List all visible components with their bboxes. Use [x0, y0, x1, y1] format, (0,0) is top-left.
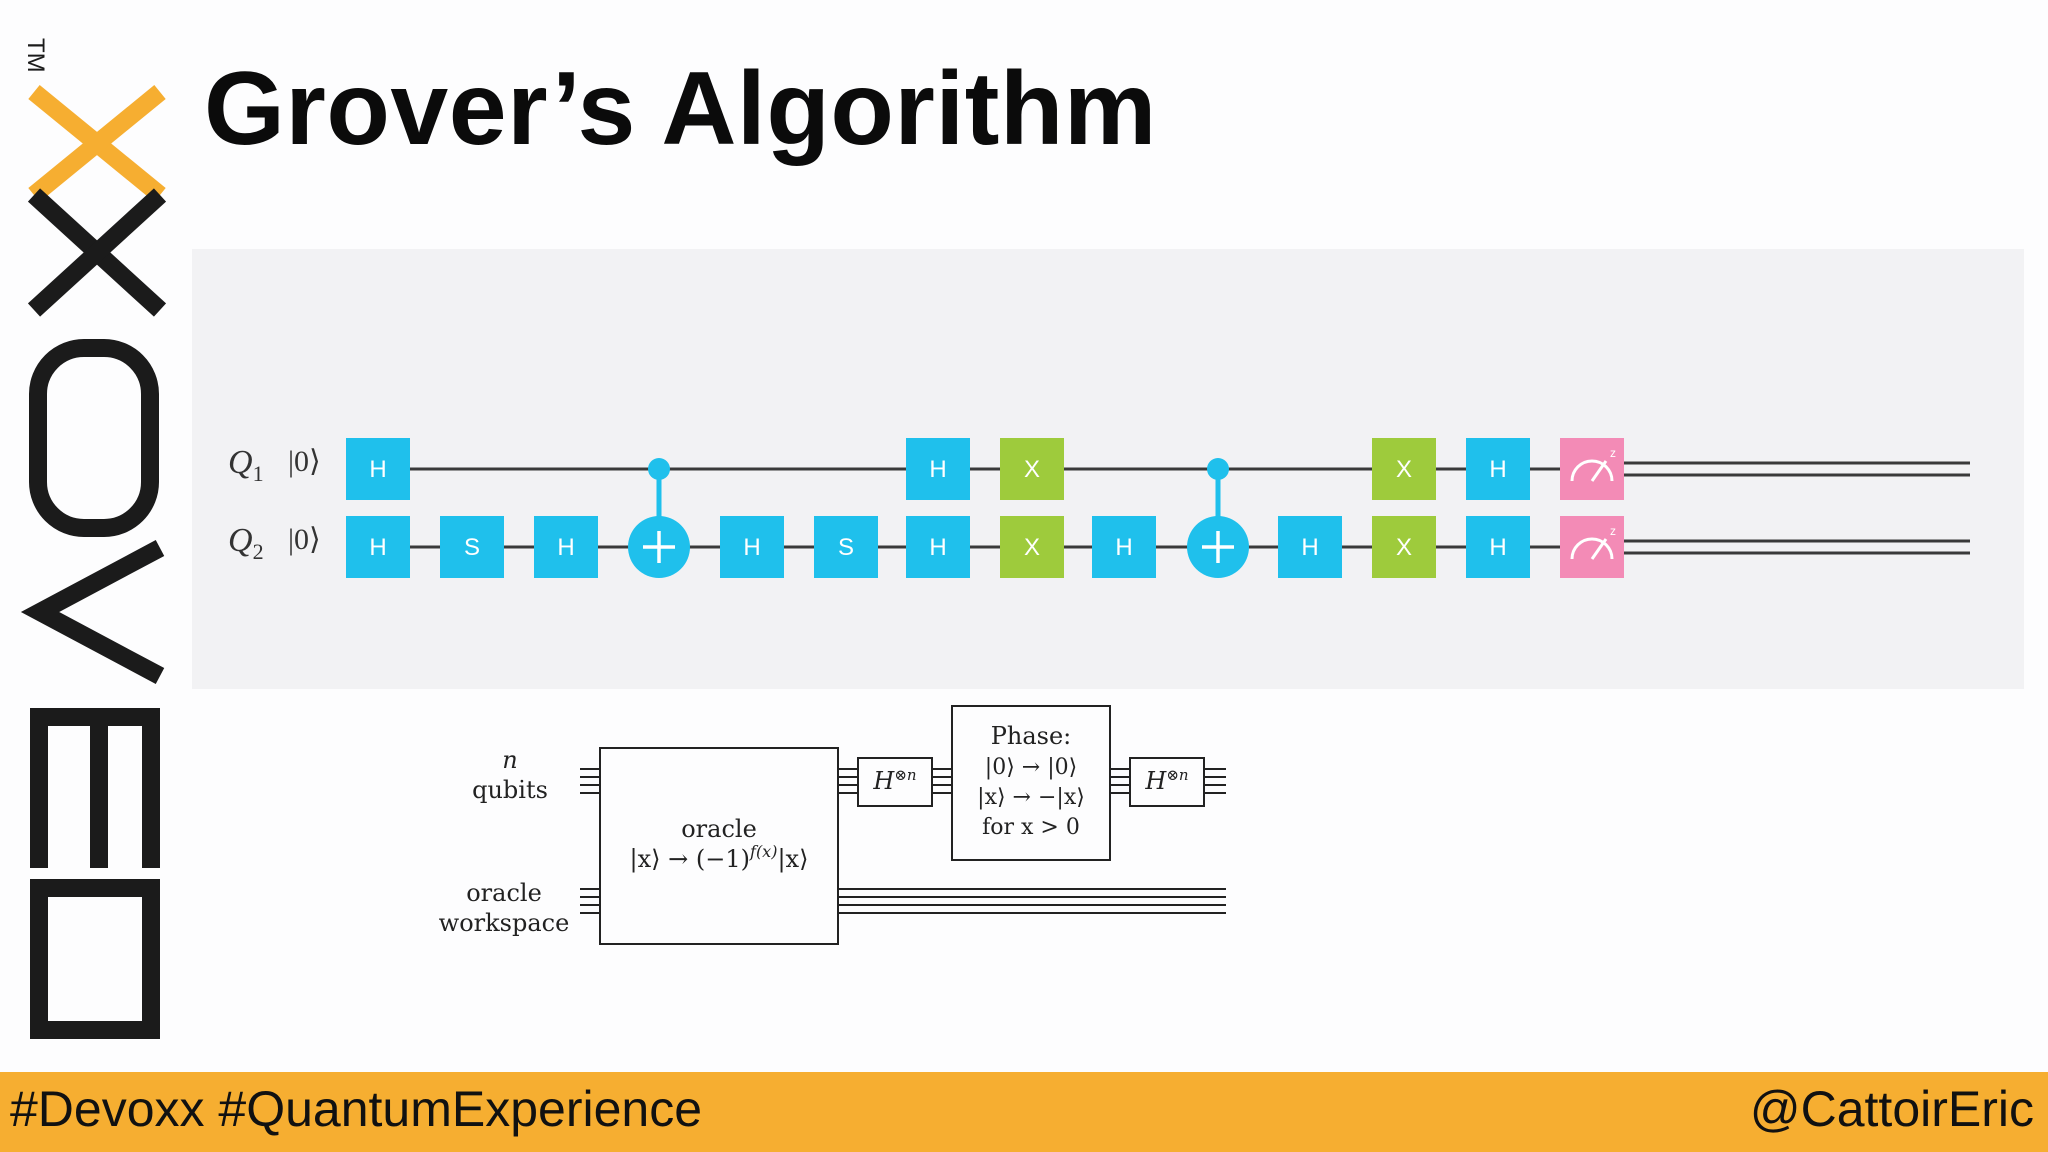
gate-q2-h-2: H [534, 516, 598, 578]
cnot-gate-1 [628, 458, 690, 578]
oracle-formula: |x⟩ → (−1)f(x)|x⟩ [630, 842, 809, 874]
svg-text:Q2: Q2 [228, 522, 264, 564]
trademark-mark: TM [22, 38, 49, 73]
logo-letter-e [30, 708, 160, 868]
svg-text:Q1: Q1 [228, 444, 264, 486]
control-dot-icon [648, 458, 670, 480]
logo-letter-d [29, 879, 160, 1039]
gate-q1-x-1: X [1000, 438, 1064, 500]
svg-text:|0⟩: |0⟩ [288, 523, 321, 556]
workspace-label-workspace: workspace [439, 909, 570, 937]
svg-text:S: S [464, 534, 480, 561]
workspace-wires-out [838, 888, 1226, 914]
measure-q2: z [1560, 516, 1624, 578]
gate-q1-h-2: H [906, 438, 970, 500]
slide-title: Grover’s Algorithm [204, 51, 1157, 167]
oracle-box-title: oracle [681, 815, 757, 843]
gate-q2-s-2: S [814, 516, 878, 578]
gate-q2-h-7: H [1466, 516, 1530, 578]
svg-text:H: H [929, 534, 946, 561]
svg-text:X: X [1396, 534, 1412, 561]
phase-rule-3: for x > 0 [982, 815, 1080, 840]
svg-text:H: H [369, 456, 386, 483]
measure-q1: z [1560, 438, 1624, 500]
qubit-label-q1: Q1 |0⟩ [228, 444, 321, 486]
svg-text:H: H [1115, 534, 1132, 561]
svg-text:|0⟩: |0⟩ [288, 445, 321, 478]
svg-text:z: z [1610, 446, 1616, 460]
quantum-circuit-panel: Q1 |0⟩ Q2 |0⟩ H H X X H H S H H S H X H … [192, 249, 2024, 689]
svg-text:X: X [1396, 456, 1412, 483]
svg-text:X: X [1024, 456, 1040, 483]
svg-text:H⊗n: H⊗n [1144, 766, 1188, 795]
svg-text:H: H [929, 456, 946, 483]
oracle-box [599, 747, 839, 945]
logo-letter-v [20, 540, 165, 684]
qubit-label-q2: Q2 |0⟩ [228, 522, 321, 564]
devoxx-logo: TM [20, 38, 167, 1039]
gate-q2-h-1: H [346, 516, 410, 578]
gauge-icon: z [1570, 524, 1616, 560]
svg-text:H: H [1489, 456, 1506, 483]
gate-q1-x-2: X [1372, 438, 1436, 500]
phase-box [951, 705, 1111, 861]
svg-text:S: S [838, 534, 854, 561]
workspace-wires-in [580, 888, 600, 914]
svg-text:H: H [557, 534, 574, 561]
control-dot-icon [1207, 458, 1229, 480]
logo-letter-o [29, 339, 159, 537]
svg-text:H⊗n: H⊗n [872, 766, 916, 795]
cnot-gate-2 [1187, 458, 1249, 578]
svg-text:X: X [1024, 534, 1040, 561]
gate-q2-x-1: X [1000, 516, 1064, 578]
qubits-label: qubits [472, 776, 548, 804]
phase-rule-2: |x⟩ → −|x⟩ [977, 785, 1085, 810]
logo-double-x [27, 85, 167, 317]
footer-twitter-handle: @CattoirEric [1749, 1081, 2034, 1137]
footer-bar: #Devoxx #QuantumExperience @CattoirEric [0, 1072, 2048, 1152]
svg-text:z: z [1610, 524, 1616, 538]
gauge-icon: z [1570, 446, 1616, 482]
svg-text:H: H [369, 534, 386, 561]
gate-q1-h-1: H [346, 438, 410, 500]
hadamard-box-2 [1129, 757, 1205, 807]
gate-q2-x-2: X [1372, 516, 1436, 578]
qubit-wires-in [580, 768, 600, 794]
footer-hashtags: #Devoxx #QuantumExperience [10, 1081, 703, 1137]
gate-q2-s-1: S [440, 516, 504, 578]
gate-q2-h-4: H [906, 516, 970, 578]
gate-q2-h-6: H [1278, 516, 1342, 578]
workspace-label-oracle: oracle [466, 879, 542, 907]
phase-title: Phase: [991, 722, 1072, 750]
n-label: n [502, 746, 517, 774]
gate-q1-h-3: H [1466, 438, 1530, 500]
svg-text:H: H [743, 534, 760, 561]
svg-text:H: H [1489, 534, 1506, 561]
gate-q2-h-5: H [1092, 516, 1156, 578]
phase-rule-1: |0⟩ → |0⟩ [985, 755, 1077, 780]
grover-schematic-diagram: n qubits oracle workspace oracle |x⟩ → (… [420, 700, 1240, 950]
svg-text:H: H [1301, 534, 1318, 561]
hadamard-box-1 [857, 757, 933, 807]
gate-q2-h-3: H [720, 516, 784, 578]
